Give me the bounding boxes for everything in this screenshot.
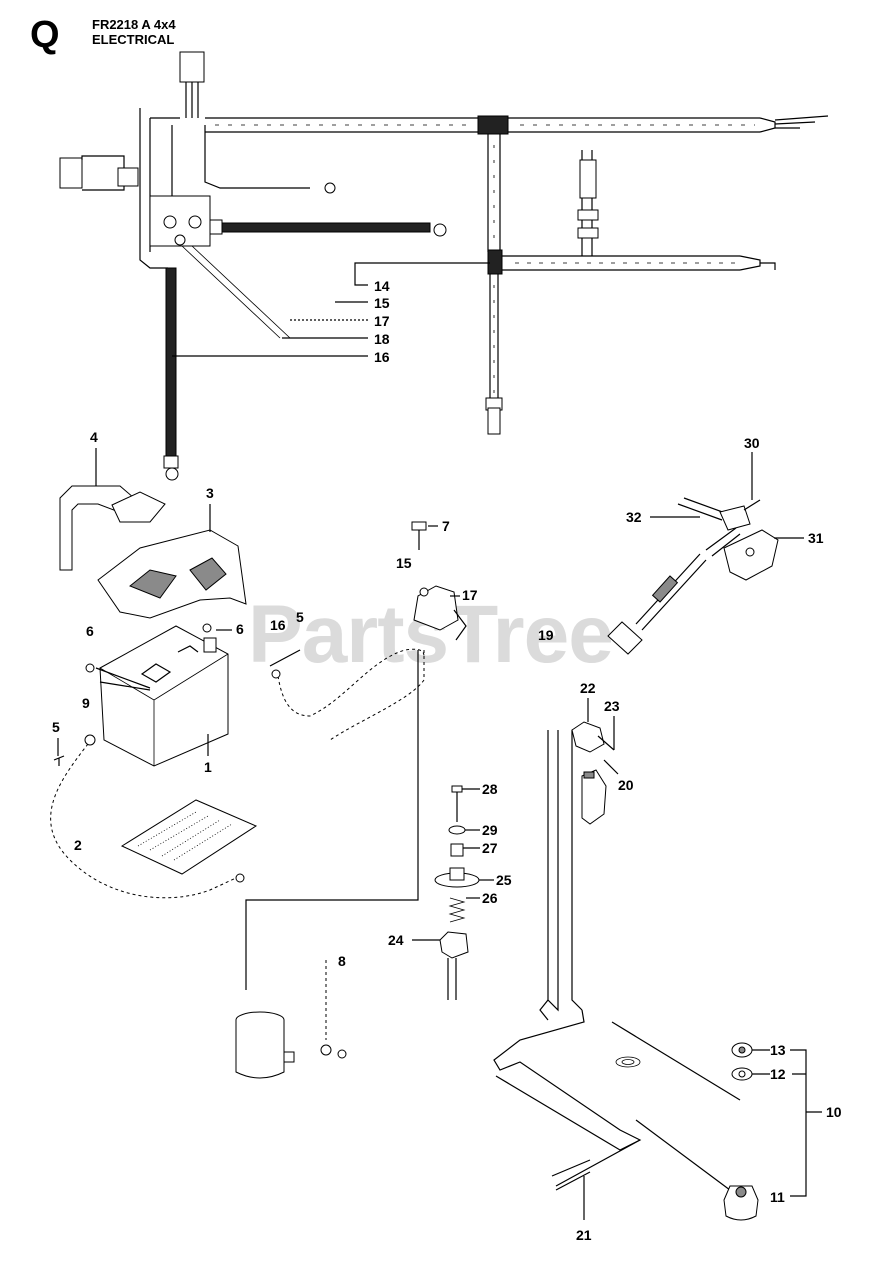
switch-bracket[interactable] [581, 769, 607, 825]
battery-bolt[interactable] [202, 623, 212, 633]
battery-terminal[interactable] [203, 637, 217, 653]
upper-leader-lines [172, 262, 490, 357]
callout-27: 27 [482, 840, 498, 856]
callout-3: 3 [206, 485, 214, 501]
callout-32: 32 [626, 509, 642, 525]
callout-13: 13 [770, 1042, 786, 1058]
seat-switch-screw[interactable] [451, 785, 463, 822]
callout-14: 14 [374, 278, 390, 294]
seat-switch-plate[interactable] [434, 867, 480, 888]
starter-cable[interactable] [245, 650, 425, 990]
callout-17-mid: 17 [462, 587, 478, 603]
callout-9: 9 [82, 695, 90, 711]
safety-switch-harness[interactable] [493, 730, 741, 1197]
starter-motor[interactable] [235, 1011, 295, 1079]
battery-cover[interactable] [97, 529, 247, 619]
callout-25: 25 [496, 872, 512, 888]
ignition-switch-bracket[interactable] [723, 529, 779, 581]
callout-23: 23 [604, 698, 620, 714]
callout-11: 11 [770, 1189, 785, 1205]
callout-5-left: 5 [52, 719, 60, 735]
callout-26: 26 [482, 890, 498, 906]
callout-7: 7 [442, 518, 450, 534]
battery-bolt-left[interactable] [53, 755, 65, 766]
positive-battery-cable[interactable] [269, 648, 425, 717]
section-title: ELECTRICAL [92, 32, 175, 47]
safety-switch[interactable] [571, 721, 615, 753]
model-title: FR2218 A 4x4 [92, 17, 176, 32]
callout-18: 18 [374, 331, 390, 347]
callout-1: 1 [204, 759, 212, 775]
callout-31: 31 [808, 530, 824, 546]
seat-switch-spring[interactable] [448, 897, 466, 923]
ignition-switch-harness[interactable] [607, 497, 741, 655]
battery-hold-down-bracket[interactable] [59, 485, 166, 571]
light-housing[interactable] [723, 1185, 759, 1221]
callout-29: 29 [482, 822, 498, 838]
callout-19: 19 [538, 627, 554, 643]
callout-10: 10 [826, 1104, 842, 1120]
section-letter: Q [30, 14, 60, 56]
bulb[interactable] [731, 1042, 753, 1058]
leader-20 [603, 759, 619, 775]
callout-16-top: 16 [374, 349, 390, 365]
callout-4: 4 [90, 429, 98, 445]
callout-30: 30 [744, 435, 760, 451]
leader-9 [95, 667, 151, 691]
callout-16-battery: 16 [270, 617, 286, 633]
battery[interactable] [99, 625, 229, 767]
seat-switch-spacer[interactable] [450, 843, 464, 857]
ground-point[interactable] [615, 1056, 641, 1068]
seat-switch[interactable] [439, 931, 469, 1000]
seat-switch-washer[interactable] [448, 825, 466, 835]
battery-tray-mat[interactable] [120, 799, 258, 875]
callout-15-mid: 15 [396, 555, 412, 571]
callout-22: 22 [580, 680, 596, 696]
callout-20: 20 [618, 777, 634, 793]
callout-12: 12 [770, 1066, 786, 1082]
callout-6-left: 6 [86, 623, 94, 639]
callout-5-right: 5 [296, 609, 304, 625]
callout-17-top: 17 [374, 313, 390, 329]
solenoid-bolt[interactable] [411, 521, 427, 550]
callout-15-top: 15 [374, 295, 390, 311]
callout-2: 2 [74, 837, 82, 853]
callout-8: 8 [338, 953, 346, 969]
leader-10 [790, 1049, 822, 1197]
bulb-socket[interactable] [731, 1067, 753, 1081]
starter-solenoid[interactable] [413, 585, 467, 641]
callout-6-right: 6 [236, 621, 244, 637]
negative-battery-cable[interactable] [50, 734, 245, 899]
ignition-switch[interactable] [719, 499, 761, 531]
callout-28: 28 [482, 781, 498, 797]
battery-nut[interactable] [85, 663, 95, 673]
ground-strap[interactable] [320, 960, 347, 1059]
callout-24: 24 [388, 932, 404, 948]
main-wiring-harness[interactable] [59, 51, 829, 481]
callout-21: 21 [576, 1227, 592, 1243]
